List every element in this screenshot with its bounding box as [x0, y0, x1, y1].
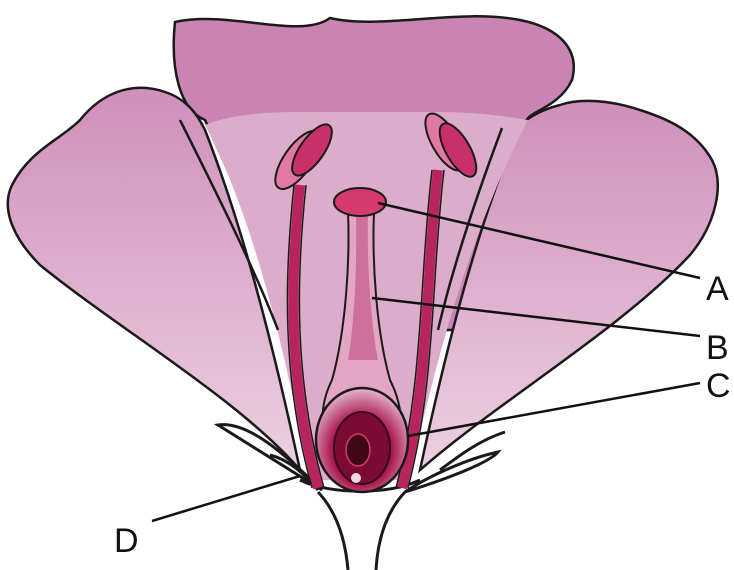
- ovule: [346, 434, 370, 466]
- leader-line-d: [152, 476, 300, 521]
- label-c: C: [706, 367, 731, 405]
- pedicel: [318, 492, 405, 570]
- stigma: [334, 188, 386, 216]
- label-d: D: [114, 522, 139, 560]
- label-b: B: [706, 329, 729, 367]
- label-a: A: [706, 270, 729, 308]
- ovule-highlight: [351, 473, 361, 483]
